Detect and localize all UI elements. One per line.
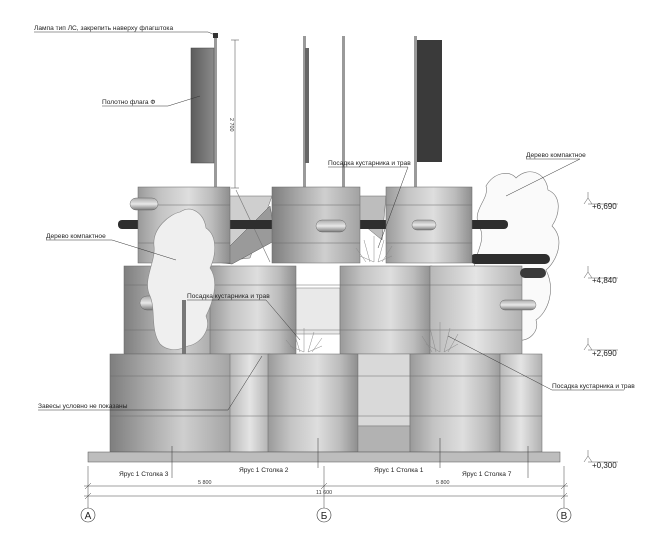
axis-bubble: В [556,507,572,523]
flag-group [190,33,442,192]
callout-tree-left: Дерево компактное [46,233,106,240]
cylinder-bot-5 [499,353,543,453]
tier-bottom [109,353,543,453]
dim-total: 11 600 [316,490,332,496]
base-slab [87,451,561,463]
elevation-mark: +4,840 [583,266,618,285]
dim-right: 5 800 [436,480,450,486]
dimension-lines: 5 800 11 600 5 800 [84,466,568,508]
svg-text:Б: Б [321,511,328,522]
column-label: Ярус 1 Столка 3 [119,471,169,478]
callout-shrubs-top: Посадка кустарника и трав [328,160,411,167]
flag-cloth-2 [305,48,309,163]
flag-height-label: 2 700 [228,118,234,132]
column-label: Ярус 1 Столка 2 [239,467,289,474]
callout-shrubs-right: Посадка кустарника и трав [552,383,635,390]
door-panel [357,353,411,427]
column-label: Ярус 1 Столка 1 [374,467,424,474]
callout-flag-cloth: Полотно флага Ф [102,99,155,106]
axis-bubble: А [80,507,96,523]
flagpole-1 [214,36,217,192]
flagpole-4 [414,36,417,192]
flag-cloth-4 [417,40,442,162]
callout-shrubs-mid: Посадка кустарника и трав [187,293,270,300]
cylinder-bot-2 [229,353,271,453]
column-labels: Ярус 1 Столка 3 Ярус 1 Столка 2 Ярус 1 С… [119,438,529,478]
cylinder-mid-2 [209,265,297,355]
elevation-mark: +2,690 [583,338,618,358]
column-label: Ярус 1 Столка 7 [462,471,512,478]
flag-lamp [213,33,218,38]
dim-left: 5 800 [198,480,212,486]
elevation-mark: +0,300 [583,450,618,470]
cylinder-bot-1 [109,353,233,453]
flag-cloth-1 [190,47,215,164]
svg-text:+6,690: +6,690 [592,202,617,211]
cylinder-bot-3 [267,353,359,453]
tree-left [147,208,216,350]
cylinder-bot-4 [409,353,507,453]
grid-axes: А Б В [80,507,572,523]
callout-curtains: Завесы условно не показаны [38,403,128,410]
svg-text:+0,300: +0,300 [592,461,617,470]
callout-lamp: Лампа тип ЛС, закрепить наверху флагшток… [34,25,173,32]
axis-bubble: Б [316,507,332,523]
svg-text:+2,690: +2,690 [592,349,617,358]
elevation-mark: +6,690 [583,192,618,211]
callout-tree-right: Дерево компактное [526,152,586,159]
flagpole-3 [342,36,345,192]
shrubs [285,236,459,353]
elevation-marks: +6,690 +4,840 +2,690 +0,300 [583,192,618,470]
svg-text:А: А [85,511,92,522]
flagpole-2 [303,36,306,192]
cylinder-mid-3 [339,265,433,355]
svg-text:+4,840: +4,840 [592,276,617,285]
svg-text:В: В [561,511,568,522]
callouts: Лампа тип ЛС, закрепить наверху флагшток… [34,25,635,411]
